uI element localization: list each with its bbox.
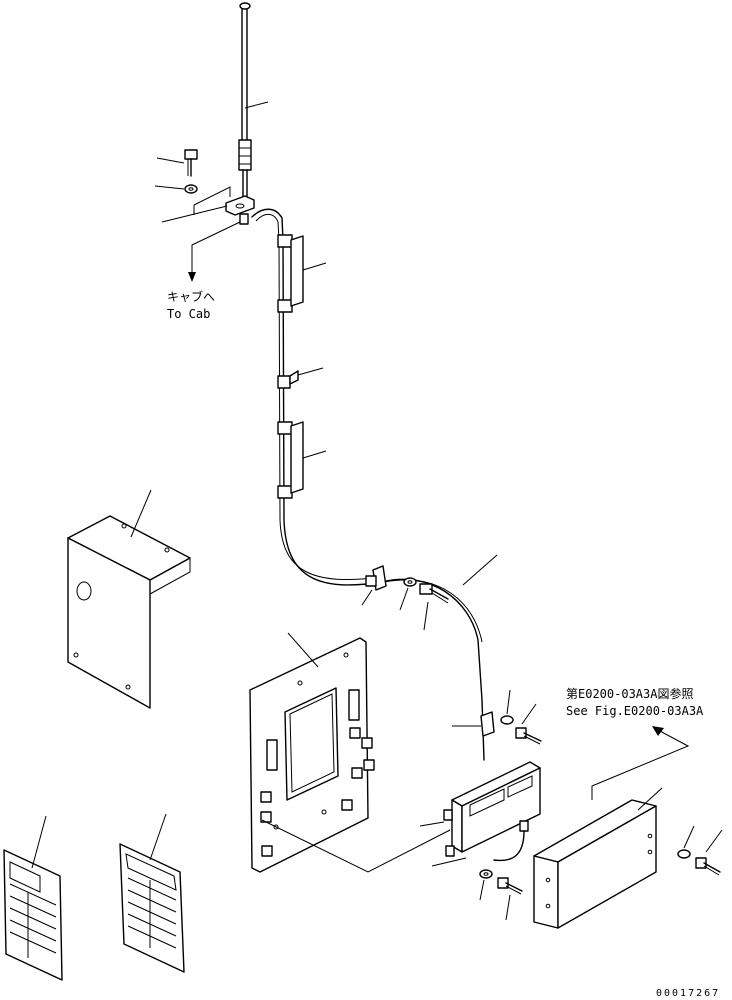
cable-clamp-2 xyxy=(361,565,449,631)
to-cab-en: To Cab xyxy=(167,307,210,321)
cover-plate xyxy=(67,489,191,709)
figure-number: 00017267 xyxy=(656,988,720,999)
antenna-mount-hardware xyxy=(154,149,255,282)
cable-clamp-1 xyxy=(277,367,324,389)
cable-tape-1 xyxy=(277,234,327,313)
to-cab-note: キャブへ To Cab xyxy=(167,289,215,321)
unit-cover xyxy=(533,787,723,929)
cable-tape-2 xyxy=(277,421,327,499)
label-decal-2 xyxy=(119,813,185,973)
see-fig-en: See Fig.E0200-03A3A xyxy=(566,704,704,718)
panel-to-unit-line xyxy=(261,819,451,873)
to-cab-jp: キャブへ xyxy=(167,289,215,304)
antenna-cable xyxy=(251,208,498,761)
label-decal-1 xyxy=(3,815,63,981)
unit-cable-clamp xyxy=(452,689,542,745)
mounting-panel xyxy=(249,632,375,873)
antenna-rod xyxy=(238,2,269,199)
unit-mount-bolt xyxy=(479,869,523,921)
see-figure-note: 第E0200-03A3A図参照 See Fig.E0200-03A3A xyxy=(566,686,704,718)
reference-arrow xyxy=(591,726,690,800)
see-fig-jp: 第E0200-03A3A図参照 xyxy=(566,686,693,701)
radio-receiver-unit xyxy=(419,761,541,867)
